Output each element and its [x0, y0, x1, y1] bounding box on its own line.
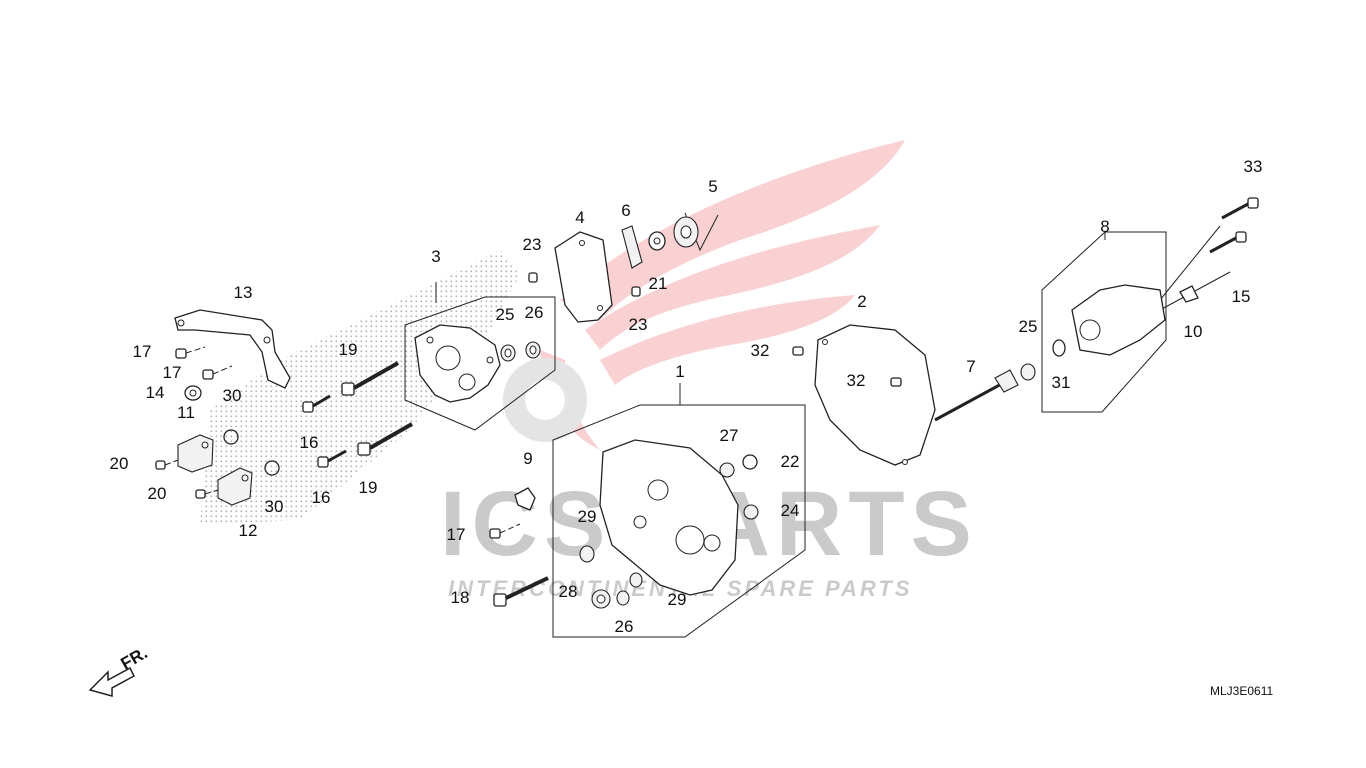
seal-24: [743, 504, 759, 520]
callout-32: 32: [751, 341, 770, 360]
seal-25b: [1020, 363, 1036, 381]
callout-3: 3: [431, 247, 440, 266]
o-ring-30b: [264, 460, 280, 476]
nut-14: [184, 385, 202, 401]
callout-17: 17: [447, 525, 466, 544]
bearing-26b: [616, 590, 630, 606]
callout-6: 6: [621, 201, 630, 220]
shading: [200, 250, 520, 525]
callout-30: 30: [223, 386, 242, 405]
bearing-27: [719, 462, 735, 478]
callout-21: 21: [649, 274, 668, 293]
callout-7: 7: [966, 357, 975, 376]
callout-31: 31: [1052, 373, 1071, 392]
bolt-20a: [155, 459, 179, 470]
callout-29: 29: [668, 590, 687, 609]
front-direction-arrow: FR.: [88, 643, 151, 697]
callout-19: 19: [339, 340, 358, 359]
callout-1: 1: [675, 362, 684, 381]
callout-17: 17: [163, 363, 182, 382]
bolt-20b: [195, 489, 219, 499]
callout-9: 9: [523, 449, 532, 468]
bolt-17a: [175, 346, 206, 359]
gear-5: [673, 216, 699, 248]
bracket-9: [514, 487, 536, 511]
bearing-26a: [525, 341, 541, 359]
callout-23: 23: [629, 315, 648, 334]
callout-13: 13: [234, 283, 253, 302]
sensor-11: [177, 434, 214, 473]
seal-29a: [579, 545, 595, 563]
case-1: [599, 439, 739, 596]
sensor-12: [217, 467, 253, 506]
callout-25: 25: [1019, 317, 1038, 336]
seal-29b: [629, 572, 643, 588]
gear-logo: [503, 358, 587, 442]
callout-16: 16: [300, 433, 319, 452]
callout-15: 15: [1232, 287, 1251, 306]
callout-24: 24: [781, 501, 800, 520]
callout-28: 28: [559, 582, 578, 601]
callout-20: 20: [148, 484, 167, 503]
o-ring-22: [742, 454, 758, 470]
callout-30: 30: [265, 497, 284, 516]
callout-25: 25: [496, 305, 515, 324]
callout-32: 32: [847, 371, 866, 390]
callout-2: 2: [857, 292, 866, 311]
callout-22: 22: [781, 452, 800, 471]
dowel-23a: [528, 272, 538, 283]
callout-10: 10: [1184, 322, 1203, 341]
watermark: ICS PARTS INTERCONTINENTAL SPARE PARTS: [440, 140, 972, 601]
diagram-code: MLJ3E0611: [1210, 684, 1273, 698]
bolt-19b: [357, 422, 413, 456]
bolt-17c: [489, 523, 521, 539]
callout-27: 27: [720, 426, 739, 445]
gear-6: [621, 225, 643, 269]
callout-12: 12: [239, 521, 258, 540]
washer-21: [648, 231, 666, 251]
bolt-33: [1221, 197, 1259, 220]
bolt-16b: [317, 449, 347, 468]
wing-logo: [540, 140, 905, 450]
callout-11: 11: [177, 403, 195, 422]
callout-33: 33: [1244, 157, 1263, 176]
o-ring-31: [1052, 339, 1066, 357]
callout-8: 8: [1100, 217, 1109, 236]
cover-3: [414, 324, 501, 403]
shaft-7: [934, 369, 1019, 422]
bracket-13: [174, 309, 291, 389]
callout-20: 20: [110, 454, 129, 473]
dowel-32a: [792, 346, 804, 356]
dowel-23b: [631, 286, 641, 297]
bolt-18: [493, 576, 549, 607]
callout-14: 14: [146, 383, 165, 402]
bolt-15: [1209, 231, 1247, 254]
motor-8: [1071, 284, 1166, 356]
bolt-17b: [202, 365, 233, 380]
o-ring-30a: [223, 429, 239, 445]
callout-labels: 1234567891011121314151616171717181919202…: [110, 157, 1263, 636]
front-label: FR.: [118, 643, 151, 673]
callout-17: 17: [133, 342, 152, 361]
dowel-32b: [890, 377, 902, 387]
gasket-2: [814, 324, 936, 466]
bolt-19a: [341, 361, 399, 396]
callout-19: 19: [359, 478, 378, 497]
callout-26: 26: [525, 303, 544, 322]
gasket-4: [554, 231, 613, 323]
seal-28: [591, 589, 611, 609]
seal-25a: [500, 344, 516, 362]
callout-29: 29: [578, 507, 597, 526]
callout-26: 26: [615, 617, 634, 636]
clip-10: [1179, 285, 1199, 303]
callout-4: 4: [575, 208, 584, 227]
callout-18: 18: [451, 588, 470, 607]
callout-5: 5: [708, 177, 717, 196]
bolt-16a: [302, 394, 331, 413]
callout-16: 16: [312, 488, 331, 507]
callout-23: 23: [523, 235, 542, 254]
